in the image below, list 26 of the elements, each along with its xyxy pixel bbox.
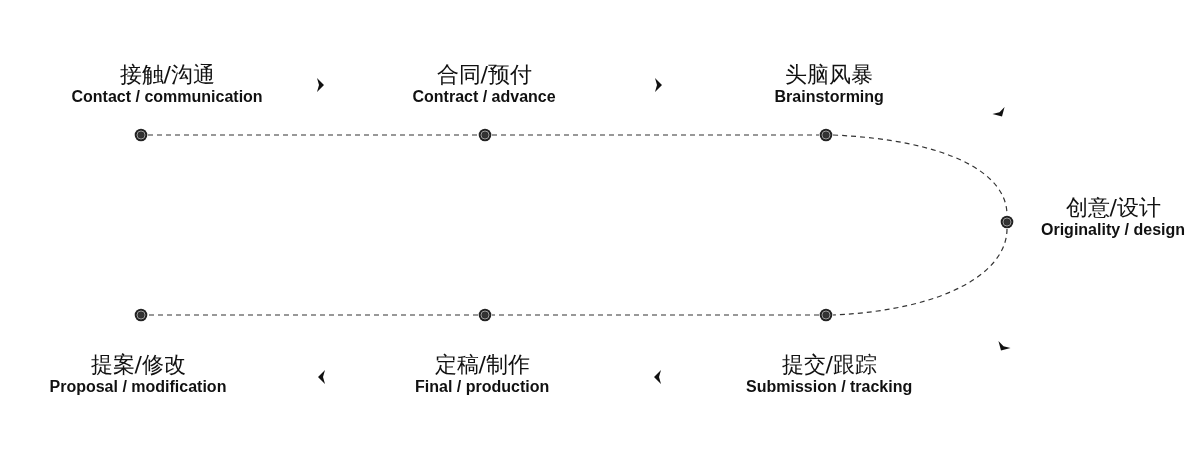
- dashed-connector: [491, 314, 820, 316]
- step-subtitle: Final / production: [415, 377, 550, 396]
- step-subtitle: Contract / advance: [412, 87, 556, 106]
- dashed-connector: [147, 314, 479, 316]
- step-subtitle: Proposal / modification: [49, 377, 227, 396]
- step-title: 创意/设计: [1065, 195, 1161, 221]
- step-subtitle: Submission / tracking: [746, 377, 913, 396]
- step-subtitle: Brainstorming: [774, 87, 884, 106]
- step-title: 提案/修改: [90, 352, 186, 378]
- step-dot: [134, 308, 148, 322]
- step-title: 定稿/制作: [434, 352, 530, 378]
- step-dot: [478, 308, 492, 322]
- step-title: 合同/预付: [436, 62, 532, 88]
- step-dot: [1000, 215, 1014, 229]
- dashed-connector: [491, 134, 820, 136]
- step-dot: [819, 128, 833, 142]
- dashed-connector: [147, 134, 479, 136]
- step-dot: [478, 128, 492, 142]
- step-dot: [134, 128, 148, 142]
- step-dot: [819, 308, 833, 322]
- step-title: 头脑风暴: [785, 62, 873, 88]
- step-subtitle: Contact / communication: [71, 87, 263, 106]
- step-title: 提交/跟踪: [781, 352, 877, 378]
- dashed-connector: [832, 228, 1008, 316]
- step-subtitle: Originality / design: [1041, 220, 1186, 239]
- step-title: 接触/沟通: [119, 62, 215, 88]
